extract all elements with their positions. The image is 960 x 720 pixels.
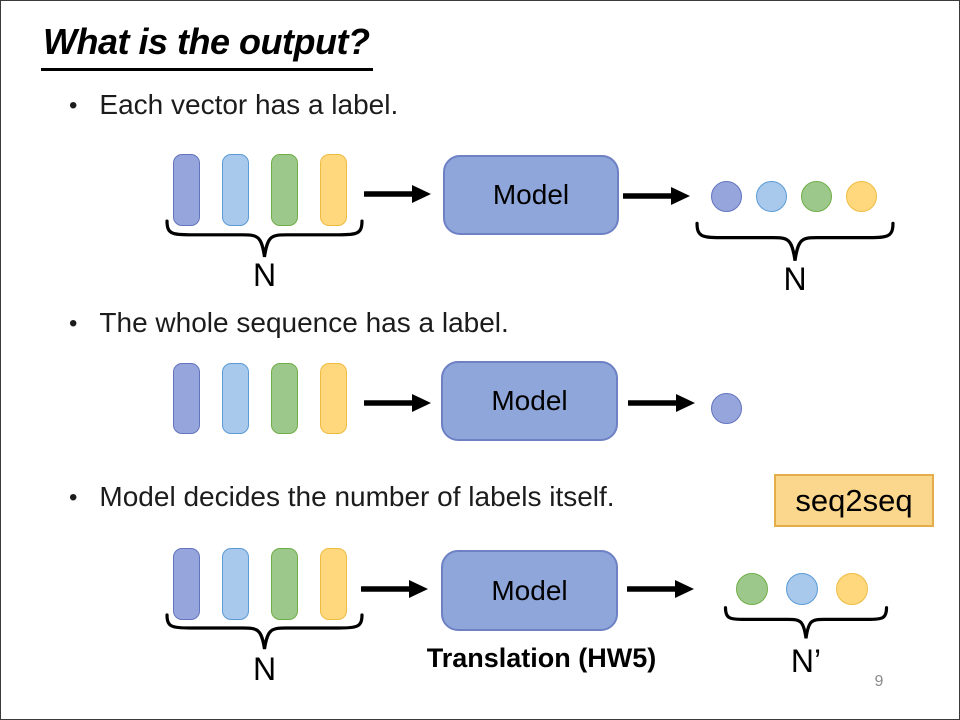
page-title: What is the output? — [41, 21, 374, 71]
label-circle-yellow — [846, 181, 877, 212]
vector-bar-green — [271, 548, 298, 620]
vector-bar-blue — [173, 154, 200, 226]
vector-bar-green — [271, 154, 298, 226]
model-box: Model — [441, 550, 618, 631]
arrow-right-icon — [361, 580, 428, 598]
label-circle-lightblue — [756, 181, 787, 212]
arrow-right-icon — [623, 187, 690, 205]
bullet-model-decides: • Model decides the number of labels its… — [69, 481, 615, 515]
page-number: 9 — [874, 673, 884, 690]
input-vectors-row1 — [173, 154, 347, 226]
bullet-whole-sequence: • The whole sequence has a label. — [69, 307, 509, 341]
vector-bar-blue — [173, 548, 200, 620]
count-label-n-prime: N’ — [790, 643, 822, 679]
bullet-dot: • — [69, 92, 78, 119]
underbrace-icon — [164, 218, 365, 260]
underbrace-icon — [723, 605, 889, 641]
bullet-dot: • — [69, 310, 78, 337]
vector-bar-yellow — [320, 363, 347, 434]
vector-bar-lightblue — [222, 363, 249, 434]
output-labels-row3 — [736, 573, 868, 605]
vector-bar-lightblue — [222, 154, 249, 226]
vector-bar-yellow — [320, 548, 347, 620]
vector-bar-yellow — [320, 154, 347, 226]
label-circle-green — [736, 573, 768, 605]
input-vectors-row2 — [173, 363, 347, 434]
vector-bar-blue — [173, 363, 200, 434]
seq2seq-tag: seq2seq — [774, 474, 934, 527]
count-label-n: N — [783, 261, 807, 297]
vector-bar-green — [271, 363, 298, 434]
arrow-right-icon — [628, 394, 695, 412]
arrow-right-icon — [364, 394, 431, 412]
input-vectors-row3 — [173, 548, 347, 620]
label-circle-yellow — [836, 573, 868, 605]
arrow-right-icon — [364, 185, 431, 203]
underbrace-icon — [694, 220, 896, 264]
bullet-text: Each vector has a label. — [99, 89, 399, 120]
label-circle-blue — [711, 181, 742, 212]
arrow-right-icon — [627, 580, 694, 598]
bullet-text: Model decides the number of labels itsel… — [99, 481, 615, 512]
output-labels-row1 — [711, 181, 877, 212]
vector-bar-lightblue — [222, 548, 249, 620]
label-circle-green — [801, 181, 832, 212]
label-circle-lightblue — [786, 573, 818, 605]
bullet-each-vector: • Each vector has a label. — [69, 89, 398, 123]
bullet-text: The whole sequence has a label. — [99, 307, 509, 338]
underbrace-icon — [164, 612, 365, 652]
translation-note: Translation (HW5) — [426, 643, 657, 673]
bullet-dot: • — [69, 484, 78, 511]
label-circle-blue — [711, 393, 742, 424]
model-box: Model — [443, 155, 619, 235]
model-box: Model — [441, 361, 618, 441]
count-label-n: N — [252, 651, 277, 687]
count-label-n: N — [252, 257, 277, 293]
